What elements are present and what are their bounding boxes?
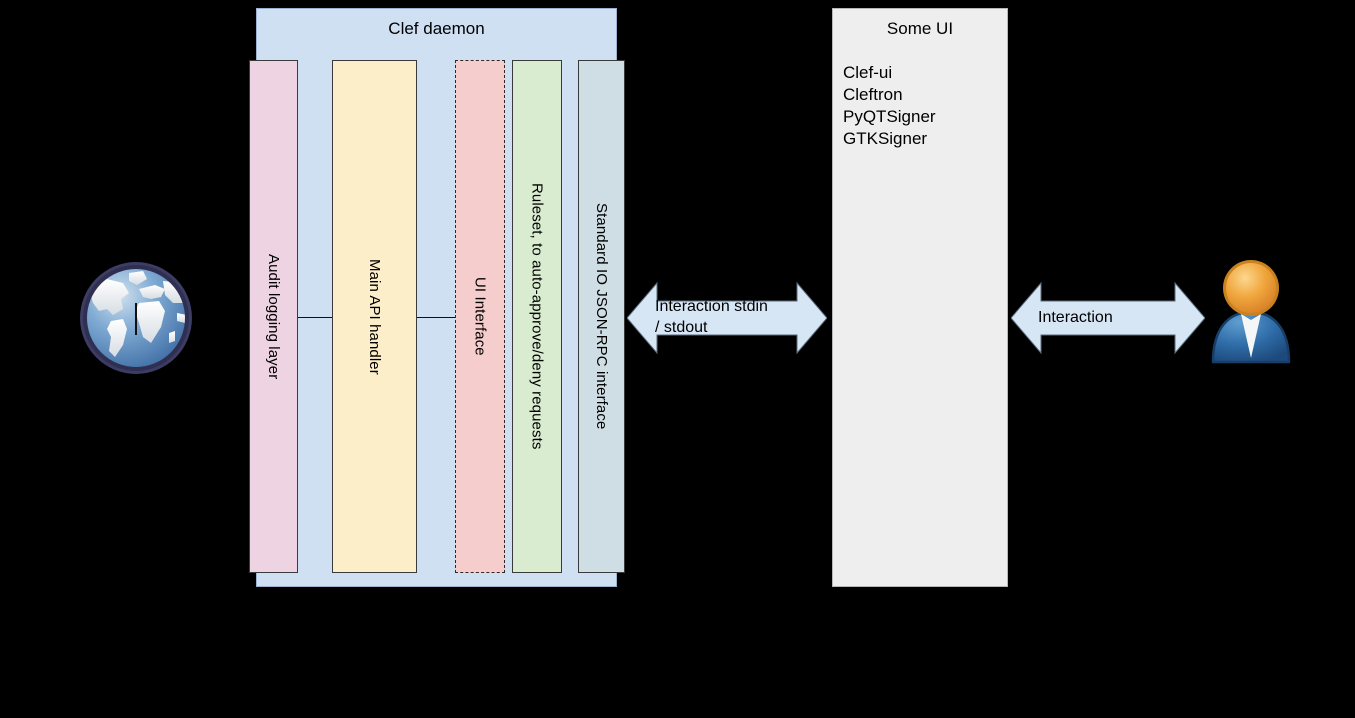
some-ui-title: Some UI bbox=[886, 19, 954, 38]
layer-stdio-jsonrpc[interactable]: Standard IO JSON-RPC interface bbox=[578, 60, 625, 573]
connector-audit-to-api bbox=[297, 317, 333, 318]
stdin-stdout-arrow bbox=[627, 281, 827, 355]
list-item: Cleftron bbox=[843, 85, 903, 104]
interaction-arrow bbox=[1011, 281, 1205, 355]
user-icon bbox=[1205, 254, 1297, 364]
layer-audit-logging-layer-label: Audit logging layer bbox=[265, 253, 282, 380]
layer-ui-interface[interactable]: UI Interface bbox=[455, 60, 505, 573]
some-ui-list: Clef-ui Cleftron PyQTSigner GTKSigner bbox=[843, 62, 1003, 150]
globe-icon bbox=[77, 259, 195, 377]
layer-ruleset-label: Ruleset, to auto-approve/deny requests bbox=[528, 183, 546, 450]
clef-daemon-title: Clef daemon bbox=[388, 19, 485, 38]
layer-audit-logging-layer[interactable]: Audit logging layer bbox=[249, 60, 298, 573]
layer-ui-interface-label: UI Interface bbox=[471, 277, 489, 356]
layer-main-api-handler-label: Main API handler bbox=[366, 258, 383, 375]
connector-api-to-ui-interface bbox=[416, 317, 456, 318]
layer-stdio-jsonrpc-label: Standard IO JSON-RPC interface bbox=[593, 203, 610, 430]
some-ui-panel bbox=[832, 8, 1008, 587]
layer-ruleset[interactable]: Ruleset, to auto-approve/deny requests bbox=[512, 60, 562, 573]
list-item: Clef-ui bbox=[843, 63, 893, 82]
clef-daemon-container bbox=[256, 8, 617, 587]
list-item: GTKSigner bbox=[843, 129, 928, 148]
list-item: PyQTSigner bbox=[843, 107, 936, 126]
layer-main-api-handler[interactable]: Main API handler bbox=[332, 60, 417, 573]
